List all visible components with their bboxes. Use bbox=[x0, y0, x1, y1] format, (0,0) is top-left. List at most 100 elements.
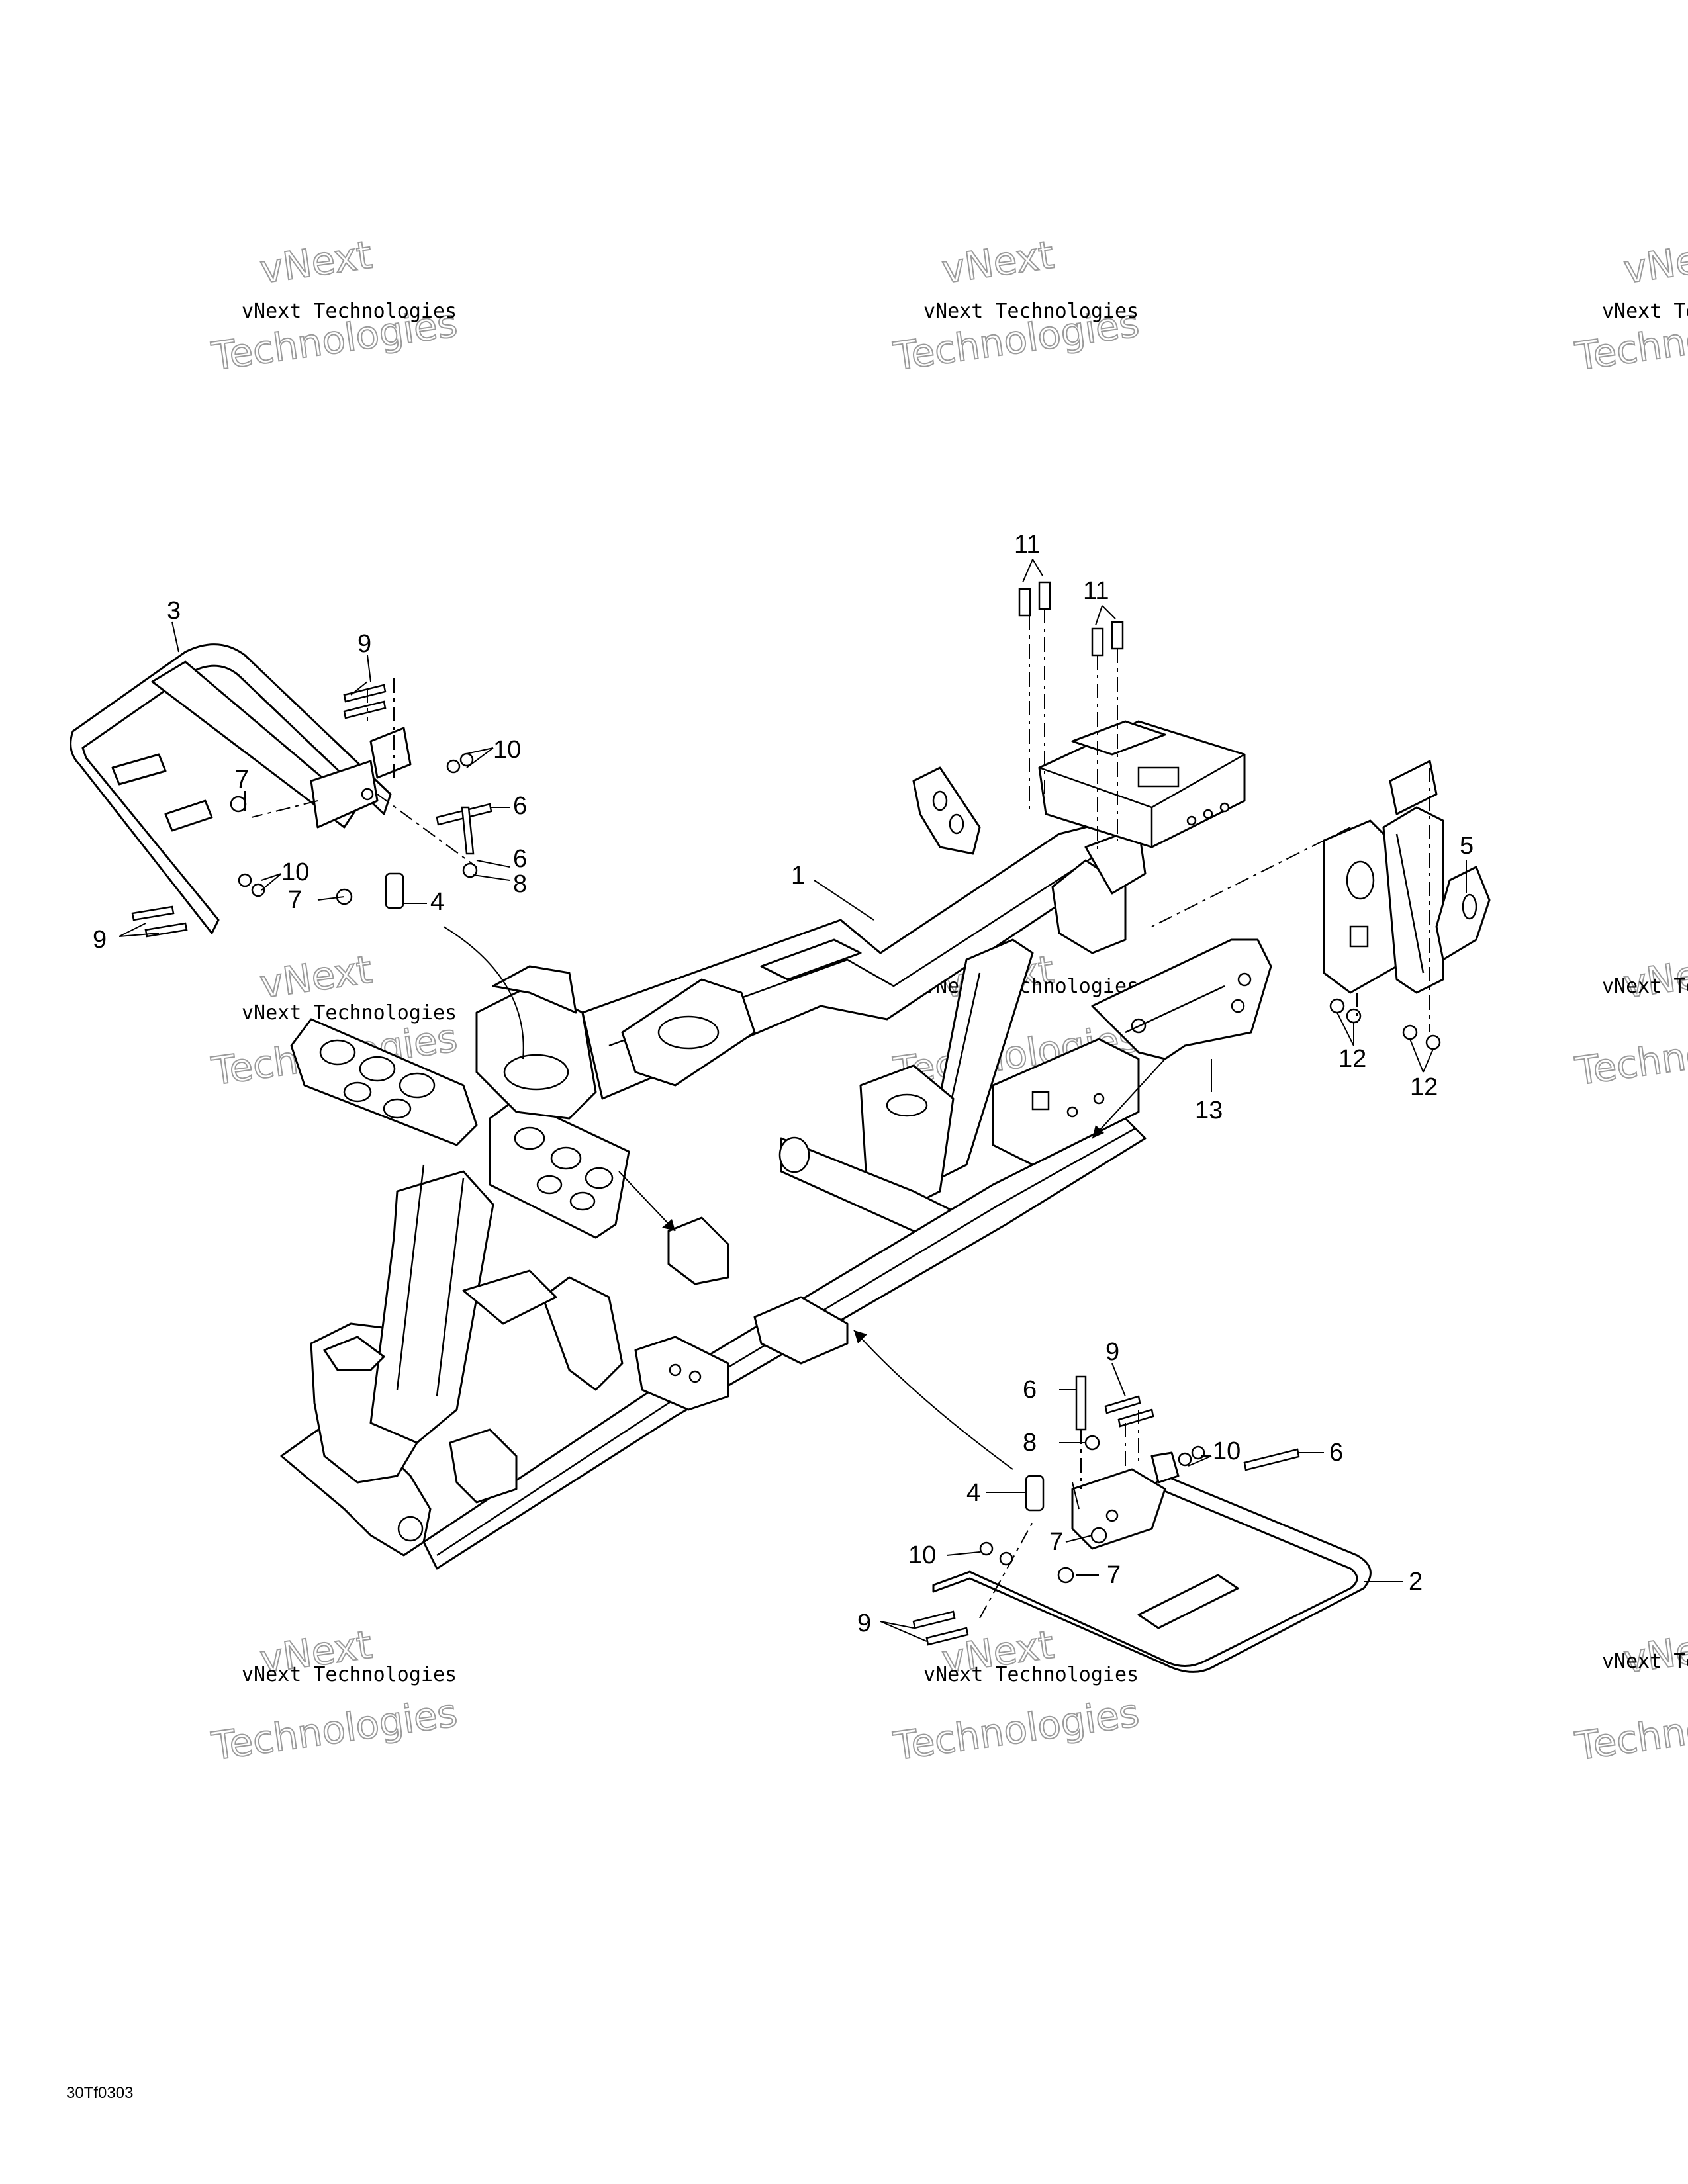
callout-7: 7 bbox=[288, 886, 302, 914]
frame-hole bbox=[657, 1015, 720, 1050]
hardware bbox=[131, 581, 1441, 1646]
watermark-text: vNext Technologies bbox=[923, 300, 1139, 323]
nut bbox=[1329, 998, 1345, 1014]
callout-1: 1 bbox=[791, 862, 805, 889]
callout-5: 5 bbox=[1460, 832, 1474, 860]
watermark-text: vNext Technologies bbox=[242, 300, 457, 323]
callout-11: 11 bbox=[1014, 531, 1040, 559]
callout-2: 2 bbox=[1409, 1568, 1423, 1596]
watermark-text: vNext Technologies bbox=[242, 1001, 457, 1024]
frame-hole bbox=[1203, 809, 1213, 819]
frame-hole bbox=[343, 1081, 372, 1103]
frame-hole bbox=[399, 1072, 436, 1099]
nut bbox=[979, 1541, 994, 1556]
bolt bbox=[1018, 588, 1031, 617]
callout-10: 10 bbox=[908, 1541, 936, 1569]
assembly-lines bbox=[251, 609, 1430, 1619]
frame-hole bbox=[319, 1039, 356, 1066]
callout-6: 6 bbox=[513, 845, 527, 873]
bolt bbox=[1038, 581, 1051, 610]
callout-7: 7 bbox=[235, 766, 249, 794]
washer bbox=[1084, 1435, 1100, 1451]
nut bbox=[230, 796, 247, 813]
footrest-front-left bbox=[70, 643, 412, 934]
nut bbox=[251, 883, 265, 897]
figure-reference-code: 30Tf0303 bbox=[66, 2084, 133, 2102]
watermark-text: vNext Technologies bbox=[1602, 1650, 1688, 1673]
frame-hole bbox=[536, 1175, 563, 1195]
bolt-hole bbox=[1105, 1509, 1119, 1522]
bolt bbox=[131, 905, 175, 921]
callout-4: 4 bbox=[430, 888, 444, 916]
callout-9: 9 bbox=[1105, 1338, 1119, 1366]
nut bbox=[1090, 1527, 1107, 1544]
bolt bbox=[144, 922, 188, 938]
frame-hole bbox=[932, 790, 948, 811]
bolt bbox=[343, 700, 387, 719]
bolt bbox=[1091, 627, 1104, 657]
watermark: vNext Technologies bbox=[1571, 946, 1688, 1095]
svg-text:Technologies: Technologies bbox=[209, 1690, 459, 1769]
callout-3: 3 bbox=[167, 597, 181, 625]
watermark: vNext Technologies bbox=[208, 1621, 460, 1770]
bolt bbox=[1111, 621, 1124, 650]
frame-hole bbox=[397, 1516, 424, 1542]
frame-hole bbox=[550, 1146, 582, 1170]
bracket-hole bbox=[1462, 893, 1477, 920]
frame-hole bbox=[1219, 802, 1230, 813]
bolt bbox=[1075, 1375, 1087, 1431]
svg-text:Technologies: Technologies bbox=[890, 1690, 1141, 1769]
bracket-hole bbox=[1346, 860, 1375, 900]
bolt bbox=[1243, 1448, 1300, 1471]
callout-10: 10 bbox=[493, 736, 521, 764]
callout-6: 6 bbox=[513, 792, 527, 820]
frame-hole bbox=[886, 1093, 928, 1117]
frame-hole bbox=[1066, 1106, 1078, 1118]
frame-hole bbox=[569, 1191, 596, 1211]
bolt bbox=[343, 684, 387, 703]
nut bbox=[1402, 1024, 1418, 1040]
nut bbox=[238, 873, 252, 887]
svg-text:Technologies: Technologies bbox=[1572, 1690, 1688, 1769]
callout-8: 8 bbox=[513, 870, 527, 898]
svg-text:vNext: vNext bbox=[939, 232, 1056, 293]
svg-text:vNext: vNext bbox=[1621, 232, 1688, 293]
steering-hole bbox=[503, 1054, 569, 1091]
main-frame bbox=[280, 720, 1246, 1570]
callout-9: 9 bbox=[93, 926, 107, 954]
frame-hole bbox=[383, 1098, 412, 1119]
support-bracket bbox=[1323, 760, 1491, 994]
callout-12: 12 bbox=[1338, 1045, 1366, 1073]
callout-7: 7 bbox=[1107, 1561, 1121, 1589]
bolt-hole bbox=[361, 788, 374, 801]
leader-lines bbox=[118, 559, 1467, 1642]
frame-hole bbox=[669, 1363, 682, 1377]
watermark-text: vNext Technologies bbox=[923, 975, 1139, 998]
callout-8: 8 bbox=[1023, 1429, 1037, 1457]
watermark-text: vNext Technologies bbox=[242, 1663, 457, 1686]
frame-hole bbox=[1093, 1093, 1105, 1105]
bolt bbox=[912, 1610, 956, 1629]
watermark: vNext Technologies bbox=[1571, 1621, 1688, 1770]
frame-hole bbox=[688, 1370, 702, 1383]
callout-6: 6 bbox=[1023, 1376, 1037, 1404]
frame-slot bbox=[1137, 766, 1180, 788]
bolt bbox=[925, 1627, 969, 1646]
bracket-slot bbox=[1349, 925, 1369, 948]
frame-hole bbox=[585, 1167, 614, 1189]
nut bbox=[1191, 1445, 1205, 1460]
bolt-hole bbox=[1231, 999, 1245, 1013]
nut bbox=[1346, 1008, 1362, 1024]
callout-7: 7 bbox=[1049, 1528, 1063, 1556]
callout-10: 10 bbox=[1213, 1437, 1241, 1465]
callout-9: 9 bbox=[857, 1610, 871, 1637]
frame-hole bbox=[359, 1056, 396, 1082]
spacer bbox=[385, 872, 404, 909]
bolt bbox=[1117, 1408, 1154, 1428]
nut bbox=[1057, 1567, 1074, 1584]
bolt bbox=[1104, 1395, 1141, 1414]
watermark-text: vNext Technologies bbox=[923, 1663, 1139, 1686]
washer bbox=[462, 862, 478, 878]
nut bbox=[446, 759, 461, 774]
